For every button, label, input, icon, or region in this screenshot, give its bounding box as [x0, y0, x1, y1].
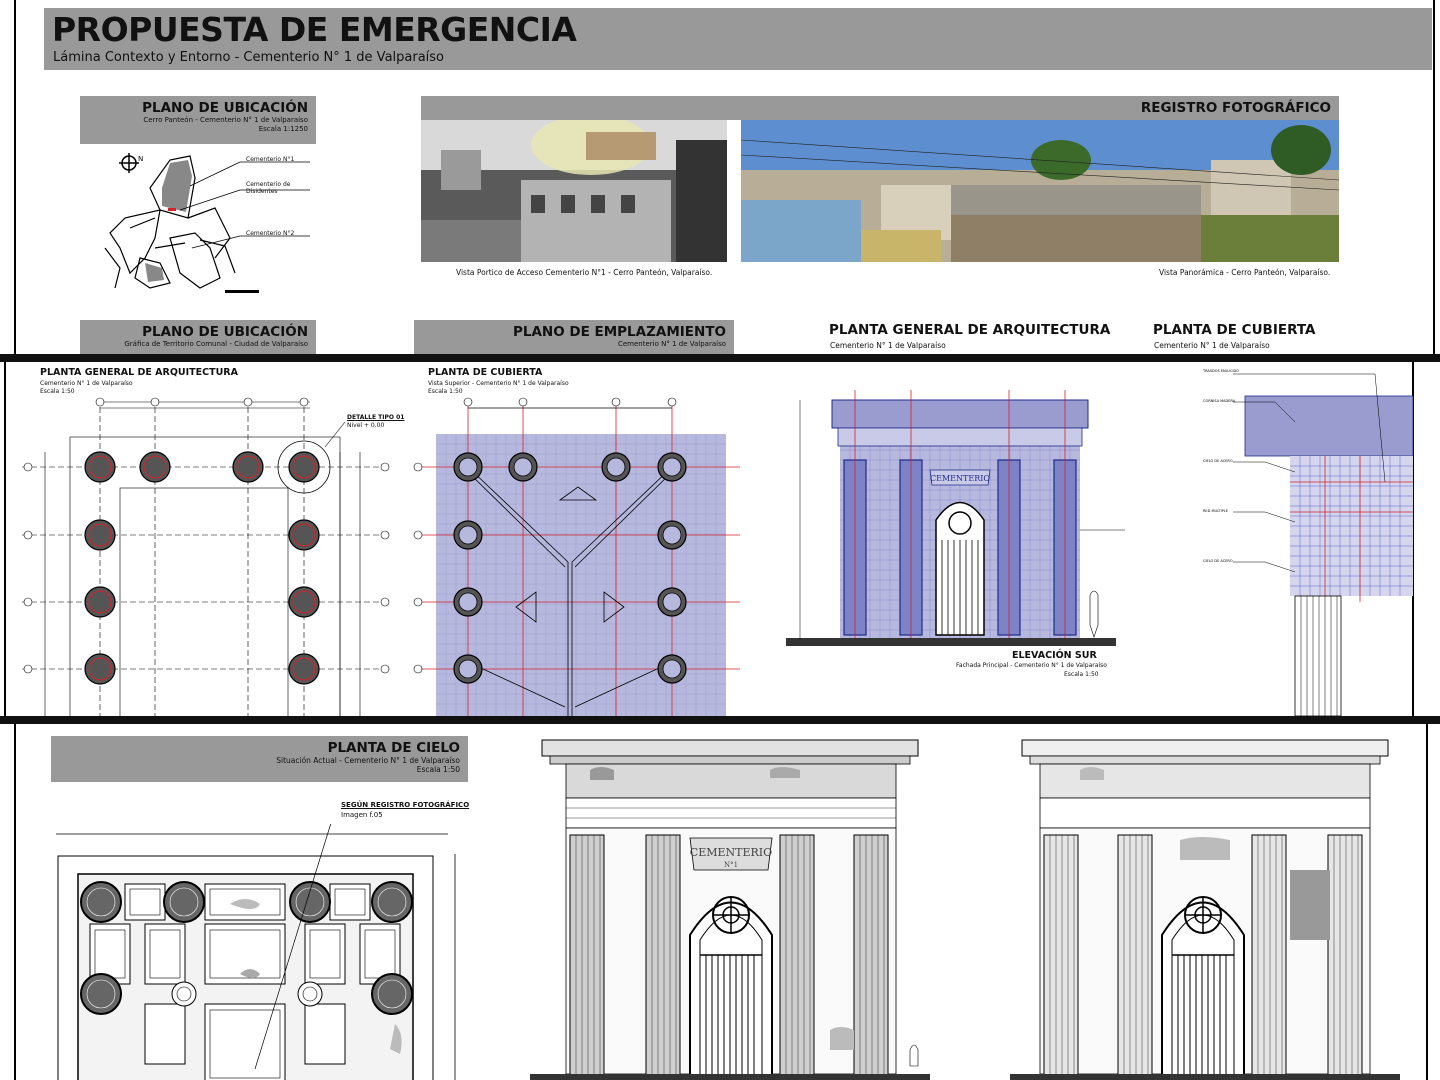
nivel-label: Nivel + 0.00: [347, 422, 385, 429]
fachada-estado-actual-drawing: CEMENTERIO N°1: [530, 739, 930, 1080]
ubicacion2-title: PLANO DE UBICACIÓN: [142, 324, 308, 340]
registro-title: REGISTRO FOTOGRÁFICO: [1140, 100, 1331, 116]
planta-general-scale: Escala 1:50: [40, 388, 75, 395]
planta-cubierta-line1: Vista Superior - Cementerio N° 1 de Valp…: [428, 380, 569, 387]
caption-panoramica: Vista Panorámica - Cerro Panteón, Valpar…: [1159, 268, 1331, 277]
ubicacion2-line1: Gráfica de Territorio Comunal - Ciudad d…: [124, 340, 308, 348]
band-separator: [0, 716, 1440, 724]
sheet-header: PROPUESTA DE EMERGENCIA Lámina Contexto …: [44, 8, 1432, 70]
fachada1-sign: CEMENTERIO: [690, 846, 772, 859]
svg-text:N: N: [138, 155, 143, 163]
ubicacion2-title-box: PLANO DE UBICACIÓN Gráfica de Territorio…: [80, 320, 316, 354]
ubicacion-line1: Cerro Panteón - Cementerio N° 1 de Valpa…: [143, 116, 308, 124]
ubicacion-title: PLANO DE UBICACIÓN: [142, 100, 308, 116]
emplazamiento-title-box: PLANO DE EMPLAZAMIENTO Cementerio N° 1 d…: [414, 320, 734, 354]
emplazamiento-line1: Cementerio N° 1 de Valparaíso: [617, 340, 726, 348]
cielo-title: PLANTA DE CIELO: [327, 740, 460, 756]
planta-cubierta-top-title: PLANTA DE CUBIERTA: [1153, 322, 1316, 338]
sheet-frame: [14, 0, 1435, 354]
svg-text:TRASDOS ENLUCIDO CORNISA: TRASDOS ENLUCIDO CORNISA MADERA CIELO DE…: [1202, 369, 1240, 563]
sheet-band-plans: PLANTA GENERAL DE ARQUITECTURA Cementeri…: [0, 362, 1440, 716]
sheet-title: PROPUESTA DE EMERGENCIA: [52, 10, 577, 49]
planta-general-top-title: PLANTA GENERAL DE ARQUITECTURA: [829, 322, 1111, 338]
photo-portico-image: [421, 120, 727, 262]
map-label-disidentes: Cementerio de Disidentes: [246, 181, 291, 195]
planta-general-title: PLANTA GENERAL DE ARQUITECTURA: [40, 367, 238, 378]
emplazamiento-title: PLANO DE EMPLAZAMIENTO: [512, 324, 726, 340]
planta-cubierta-scale: Escala 1:50: [428, 388, 463, 395]
ubicacion-scale: Escala 1:1250: [258, 125, 308, 133]
planta-general-top-line1: Cementerio N° 1 de Valparaíso: [830, 341, 946, 350]
registro-ref-title: SEGÚN REGISTRO FOTOGRÁFICO: [341, 801, 470, 809]
registro-title-box: REGISTRO FOTOGRÁFICO: [421, 96, 1339, 120]
detalle-columna-drawing: TRASDOS ENLUCIDO CORNISA MADERA CIELO DE…: [1202, 369, 1414, 716]
detalle-label: DETALLE TIPO 01: [347, 414, 405, 421]
photo-portico: [421, 120, 727, 262]
sheet-subtitle: Lámina Contexto y Entorno - Cementerio N…: [53, 50, 445, 65]
band-separator: [0, 354, 1440, 362]
planta-general-drawing: [22, 397, 390, 716]
fachada1-sign-sub: N°1: [724, 861, 738, 869]
planta-cielo-drawing: [56, 824, 456, 1080]
cielo-scale: Escala 1:50: [416, 765, 460, 774]
photo-panoramica-image: [741, 120, 1339, 262]
elevacion-sur-drawing: CEMENTERIO: [786, 390, 1125, 646]
sheet-band-context: PROPUESTA DE EMERGENCIA Lámina Contexto …: [0, 0, 1440, 354]
registro-ref-line1: Imagen f.05: [341, 811, 383, 819]
fachada-propuesta-drawing: [1010, 739, 1400, 1080]
planta-general-line1: Cementerio N° 1 de Valparaíso: [40, 380, 133, 387]
map-label-cementerio2: Cementerio N°2: [246, 230, 295, 237]
cielo-line1: Situación Actual - Cementerio N° 1 de Va…: [276, 756, 460, 765]
map-label-cementerio1: Cementerio N°1: [246, 156, 295, 163]
planta-cubierta-top-line1: Cementerio N° 1 de Valparaíso: [1154, 341, 1270, 350]
ubicacion-title-box: PLANO DE UBICACIÓN Cerro Panteón - Cemen…: [80, 96, 316, 144]
photo-panoramica: [741, 120, 1339, 262]
caption-portico: Vista Portico de Acceso Cementerio N°1 -…: [456, 268, 713, 277]
elevacion-sign: CEMENTERIO: [930, 474, 990, 483]
elevacion-scale: Escala 1:50: [1064, 671, 1099, 678]
planta-cubierta-title: PLANTA DE CUBIERTA: [428, 367, 543, 378]
planta-cubierta-drawing: [413, 397, 740, 716]
sheet-band-cielo: PLANTA DE CIELO Situación Actual - Cemen…: [0, 724, 1440, 1080]
sheet-frame: [14, 724, 1428, 1080]
cielo-title-box: PLANTA DE CIELO Situación Actual - Cemen…: [51, 736, 468, 782]
elevacion-line1: Fachada Principal - Cementerio N° 1 de V…: [956, 662, 1107, 669]
location-map: N: [104, 153, 310, 293]
elevacion-title: ELEVACIÓN SUR: [1012, 650, 1097, 661]
